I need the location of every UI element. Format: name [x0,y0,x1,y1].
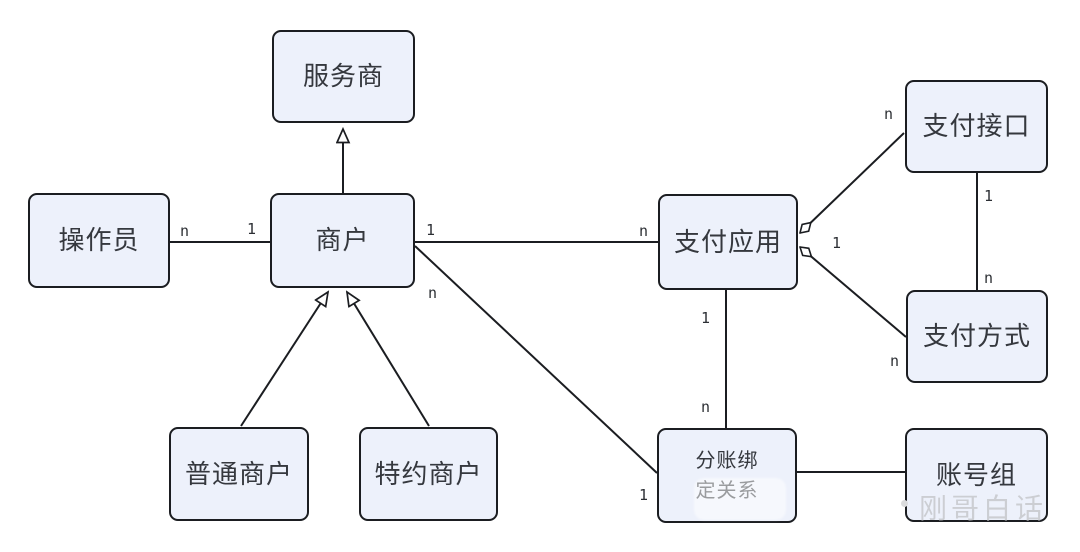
entity-label: 支付接口 [922,111,1031,142]
entity-merchant: 商户 [270,193,415,288]
watermark-smudge [694,478,786,520]
entity-label: 服务商 [302,61,384,92]
relation-payment-app-payment-method-line [800,247,907,338]
relation-operator-merchant-to-multiplicity: 1 [247,220,256,238]
relation-payment-app-payment-interface-line [800,132,905,233]
entity-label-line: 分账绑 [695,449,759,472]
entity-normal-merchant: 普通商户 [169,427,309,521]
relation-merchant-split-binding-line [414,245,658,474]
entity-label: 操作员 [58,225,140,256]
relation-payment-app-split-binding-to-multiplicity: n [701,398,710,416]
relation-payment-app-payment-method-to-multiplicity: n [890,352,899,370]
relation-merchant-split-binding-to-multiplicity: 1 [639,486,648,504]
entity-label: 特约商户 [374,458,483,489]
entity-label: 商户 [315,225,370,256]
relation-payment-app-payment-interface-from-multiplicity: 1 [832,234,841,252]
entity-payment-app: 支付应用 [658,194,798,290]
entity-label: 账号组 [935,459,1017,490]
entity-label: 支付应用 [673,226,782,257]
entity-account-group: 账号组 [905,428,1048,522]
watermark-icon [901,500,908,507]
relation-merchant-split-binding-from-multiplicity: n [428,284,437,302]
relation-operator-merchant-from-multiplicity: n [180,222,189,240]
relation-payment-interface-payment-method-from-multiplicity: 1 [984,187,993,205]
entity-operator: 操作员 [28,193,170,288]
entity-special-merchant: 特约商户 [359,427,498,521]
entity-payment-interface: 支付接口 [905,80,1048,173]
entity-payment-method: 支付方式 [906,290,1048,383]
relation-merchant-payment-app-to-multiplicity: n [639,222,648,240]
relation-payment-interface-payment-method-to-multiplicity: n [984,269,993,287]
entity-service-provider: 服务商 [272,30,415,123]
watermark-text: 刚哥白话 [919,493,1048,524]
relation-special-merchant-isa-merchant-line [347,292,430,427]
entity-label: 普通商户 [184,458,293,489]
entity-label: 支付方式 [922,321,1031,352]
relation-merchant-payment-app-from-multiplicity: 1 [426,221,435,239]
relation-payment-app-payment-interface-to-multiplicity: n [884,105,893,123]
relation-normal-merchant-isa-merchant-line [240,292,328,427]
relation-payment-app-split-binding-from-multiplicity: 1 [701,309,710,327]
